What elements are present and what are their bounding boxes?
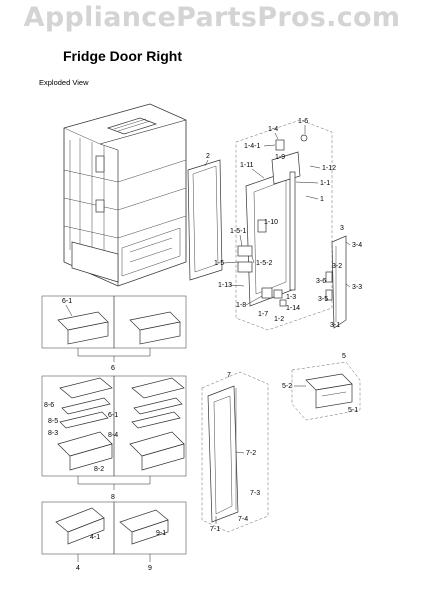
label-8: 8 [111,494,115,501]
label-6-1: 6-1 [62,298,72,305]
label-3-6: 3-6 [316,278,326,285]
label-1-5-2: 1-5-2 [256,260,272,267]
label-1-13: 1-13 [218,282,232,289]
label-1-3: 1-3 [286,294,296,301]
label-6-1-shelf: 6-1 [108,412,118,419]
label-1-5-1: 1-5-1 [230,228,246,235]
door-gasket [187,159,223,281]
label-1: 1 [320,196,324,203]
label-1-4: 1-4 [268,126,278,133]
watermark: AppliancePartsPros.com [23,2,401,33]
label-9-1: 9-1 [156,530,166,537]
label-5: 5 [342,353,346,360]
label-1-6: 1-6 [298,118,308,125]
label-1-4-1: 1-4-1 [244,143,260,150]
fridge-cabinet [63,103,187,287]
label-1-5: 1-5 [214,260,224,267]
shelf-group-8 [41,375,187,490]
label-3-1: 3-1 [330,322,340,329]
label-3-5: 3-5 [318,296,328,303]
door-guard-5 [291,361,361,421]
label-5-1: 5-1 [348,407,358,414]
hinge-cover-assembly [325,235,347,329]
label-8-2: 8-2 [94,466,104,473]
diagram-title: Fridge Door Right [63,48,182,64]
label-2: 2 [206,153,210,160]
label-3-3: 3-3 [352,284,362,291]
label-4: 4 [76,565,80,572]
label-1-8: 1-8 [236,302,246,309]
label-1-2: 1-2 [274,316,284,323]
label-8-3: 8-3 [48,430,58,437]
label-9: 9 [148,565,152,572]
door-right-assembly [235,119,333,331]
door-bin-9 [113,501,187,562]
door-bin-group-6 [41,295,187,362]
label-3: 3 [340,225,344,232]
label-1-12: 1-12 [322,165,336,172]
label-3-2: 3-2 [332,263,342,270]
label-6: 6 [111,365,115,372]
label-1-14: 1-14 [286,305,300,312]
label-8-5: 8-5 [48,418,58,425]
label-1-1: 1-1 [320,180,330,187]
door-panel-7 [201,371,269,533]
label-1-10: 1-10 [264,219,278,226]
label-7-3: 7-3 [250,490,260,497]
label-7-2: 7-2 [246,450,256,457]
label-8-4: 8-4 [108,432,118,439]
label-7-1: 7-1 [210,526,220,533]
label-3-4: 3-4 [352,242,362,249]
label-5-2: 5-2 [282,383,292,390]
diagram-subtitle: Exploded View [39,78,89,87]
label-1-11: 1-11 [240,162,254,169]
label-7-4: 7-4 [238,516,248,523]
label-8-6: 8-6 [44,402,54,409]
door-bin-4 [41,501,115,562]
label-4-1: 4-1 [90,534,100,541]
label-1-7: 1-7 [258,311,268,318]
label-1-9: 1-9 [275,154,285,161]
label-7: 7 [227,372,231,379]
